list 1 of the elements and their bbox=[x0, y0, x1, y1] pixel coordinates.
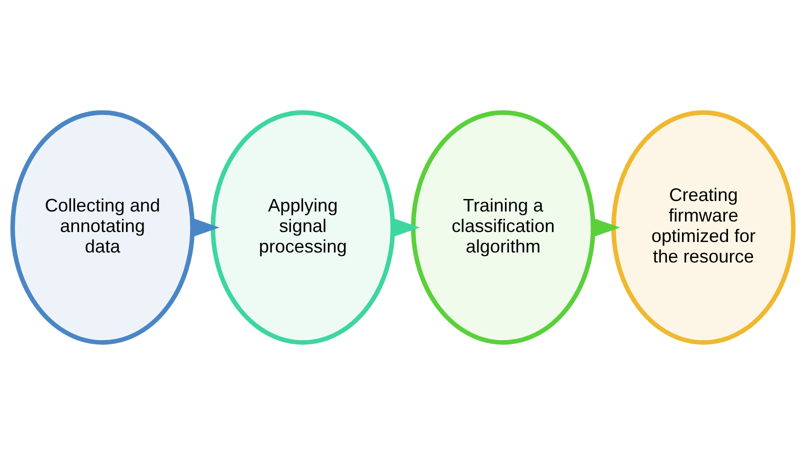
node-ellipse: Creating firmware optimized for the resource bbox=[611, 110, 796, 344]
